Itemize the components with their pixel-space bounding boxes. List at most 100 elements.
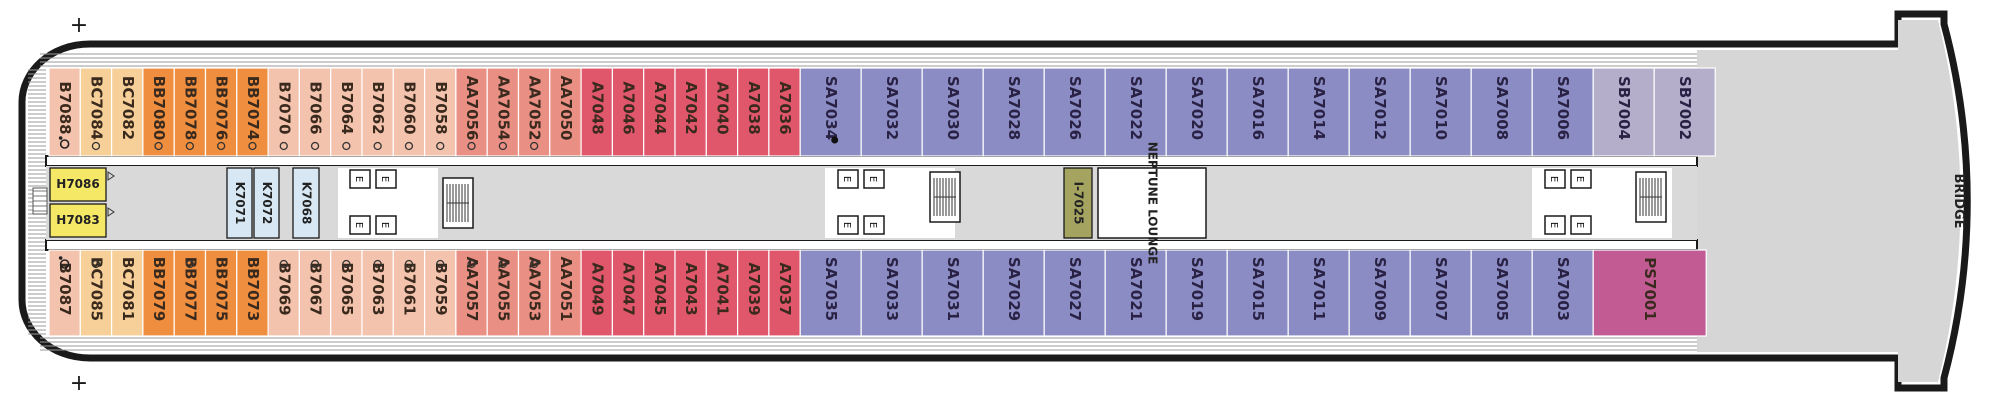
bottom-cabin-sa7029[interactable]: SA7029 [982,249,1045,337]
cabin-number: SA7014 [1310,76,1328,140]
inner-cabin-h7083[interactable]: H7083 [49,203,115,238]
bottom-cabin-b7065[interactable]: B7065 [330,249,363,337]
top-cabin-b7066[interactable]: B7066 [298,67,332,157]
cabin-number: A7039 [745,262,763,315]
top-cabin-aa7052[interactable]: AA7052 [517,67,551,157]
bottom-cabin-sa7007[interactable]: SA7007 [1409,249,1472,337]
bottom-cabin-a7039[interactable]: A7039 [736,249,770,337]
bottom-cabin-bb7079[interactable]: BB7079 [142,249,175,337]
bottom-cabin-a7049[interactable]: A7049 [580,249,613,337]
top-cabin-b7058[interactable]: B7058 [424,67,457,157]
top-cabin-a7042[interactable]: A7042 [674,67,707,157]
top-cabin-bb7078[interactable]: BB7078 [173,67,207,157]
top-cabin-aa7056[interactable]: AA7056 [455,67,488,157]
top-cabin-sa7032[interactable]: SA7032 [860,67,923,157]
top-cabin-a7040[interactable]: A7040 [705,67,739,157]
top-cabin-bb7074[interactable]: BB7074 [236,67,269,157]
bottom-cabin-sa7033[interactable]: SA7033 [860,249,923,337]
bottom-cabin-sa7035[interactable]: SA7035 [799,249,862,337]
bottom-cabin-aa7057[interactable]: AA7057 [455,249,488,337]
inner-cabin-i-7025[interactable]: I-7025 [1063,167,1093,239]
top-cabin-bb7076[interactable]: BB7076 [204,67,238,157]
bottom-cabin-bc7081[interactable]: BC7081 [110,249,144,337]
cabin-fill [580,249,613,337]
cabin-number: AA7051 [557,257,575,322]
top-cabin-sa7010[interactable]: SA7010 [1409,67,1472,157]
bottom-cabin-aa7055[interactable]: AA7055 [486,249,520,337]
bottom-cabin-b7069[interactable]: B7069 [267,249,301,337]
bottom-cabin-sa7027[interactable]: SA7027 [1043,249,1106,337]
inner-cabin-h7086[interactable]: H7086 [49,167,115,202]
bottom-cabin-b7087[interactable]: B7087 [48,249,81,337]
inner-cabin-k7071[interactable]: K7071 [226,167,253,239]
cabin-fill [1287,67,1350,157]
top-cabin-b7070[interactable]: B7070 [267,67,301,157]
top-cabin-a7048[interactable]: A7048 [580,67,613,157]
top-cabin-sa7008[interactable]: SA7008 [1470,67,1533,157]
bottom-cabin-b7061[interactable]: B7061 [392,249,426,337]
top-cabin-a7046[interactable]: A7046 [611,67,645,157]
top-cabin-sa7012[interactable]: SA7012 [1348,67,1411,157]
top-cabin-sa7030[interactable]: SA7030 [921,67,984,157]
inner-cabin-k7072[interactable]: K7072 [253,167,280,239]
top-cabin-a7036[interactable]: A7036 [768,67,801,157]
top-cabin-b7064[interactable]: B7064 [330,67,363,157]
bottom-cabin-b7063[interactable]: B7063 [361,249,394,337]
cabin-number: SA7010 [1432,76,1450,140]
top-cabin-aa7054[interactable]: AA7054 [486,67,520,157]
top-cabin-b7060[interactable]: B7060 [392,67,426,157]
bottom-cabin-a7047[interactable]: A7047 [611,249,645,337]
top-cabin-aa7050[interactable]: AA7050 [549,67,582,157]
cabin-number: A7047 [620,262,638,315]
bottom-cabin-sa7021[interactable]: SA7021 [1104,249,1167,337]
bottom-cabin-b7059[interactable]: B7059 [424,249,457,337]
neptune-lounge[interactable]: NEPTUNE LOUNGE [1097,142,1207,265]
bottom-cabin-sa7005[interactable]: SA7005 [1470,249,1533,337]
top-cabin-b7088[interactable]: B7088 [48,67,81,157]
bottom-cabin-a7041[interactable]: A7041 [705,249,739,337]
bottom-cabin-bc7085[interactable]: BC7085 [79,249,113,337]
top-cabin-sa7016[interactable]: SA7016 [1226,67,1289,157]
bottom-cabin-sa7031[interactable]: SA7031 [921,249,984,337]
top-cabin-sa7006[interactable]: SA7006 [1531,67,1594,157]
inner-cabin-k7068[interactable]: K7068 [292,167,320,239]
top-cabin-bc7084[interactable]: BC7084 [79,67,113,157]
bottom-cabin-a7043[interactable]: A7043 [674,249,707,337]
cabin-number: B7065 [338,262,356,315]
top-cabin-b7062[interactable]: B7062 [361,67,394,157]
bottom-cabin-aa7051[interactable]: AA7051 [549,249,582,337]
circle-icon [185,259,195,269]
bottom-cabin-a7037[interactable]: A7037 [768,249,801,337]
top-cabin-sb7002[interactable]: SB7002 [1653,67,1716,157]
cabin-number: SB7004 [1615,76,1633,140]
top-cabin-bb7080[interactable]: BB7080 [142,67,175,157]
bottom-cabin-sa7009[interactable]: SA7009 [1348,249,1411,337]
bottom-cabin-bb7075[interactable]: BB7075 [204,249,238,337]
cabin-number: SA7026 [1066,76,1084,140]
bottom-cabin-bb7077[interactable]: BB7077 [173,249,207,337]
top-cabin-a7038[interactable]: A7038 [736,67,770,157]
bottom-cabin-sa7003[interactable]: SA7003 [1531,249,1594,337]
bottom-cabin-a7045[interactable]: A7045 [643,249,676,337]
cabin-number: AA7052 [526,76,544,141]
bottom-cabin-sa7011[interactable]: SA7011 [1287,249,1350,337]
bottom-cabin-b7067[interactable]: B7067 [298,249,332,337]
circle-icon [342,141,351,151]
cabin-number: SA7020 [1188,76,1206,140]
top-cabin-sa7028[interactable]: SA7028 [982,67,1045,157]
bottom-cabin-ps7001[interactable]: PS7001 [1592,249,1707,337]
top-cabin-sa7022[interactable]: SA7022 [1104,67,1167,157]
top-cabin-bc7082[interactable]: BC7082 [110,67,144,157]
bottom-cabin-sa7019[interactable]: SA7019 [1165,249,1228,337]
top-cabin-sb7004[interactable]: SB7004 [1592,67,1655,157]
top-cabin-sa7014[interactable]: SA7014 [1287,67,1350,157]
top-cabin-sa7034[interactable]: SA7034 [799,67,862,157]
top-cabin-sa7026[interactable]: SA7026 [1043,67,1106,157]
top-cabin-a7044[interactable]: A7044 [643,67,676,157]
bottom-cabin-bb7073[interactable]: BB7073 [236,249,269,337]
bottom-cabin-sa7015[interactable]: SA7015 [1226,249,1289,337]
top-cabin-sa7020[interactable]: SA7020 [1165,67,1228,157]
bottom-cabin-aa7053[interactable]: AA7053 [517,249,551,337]
